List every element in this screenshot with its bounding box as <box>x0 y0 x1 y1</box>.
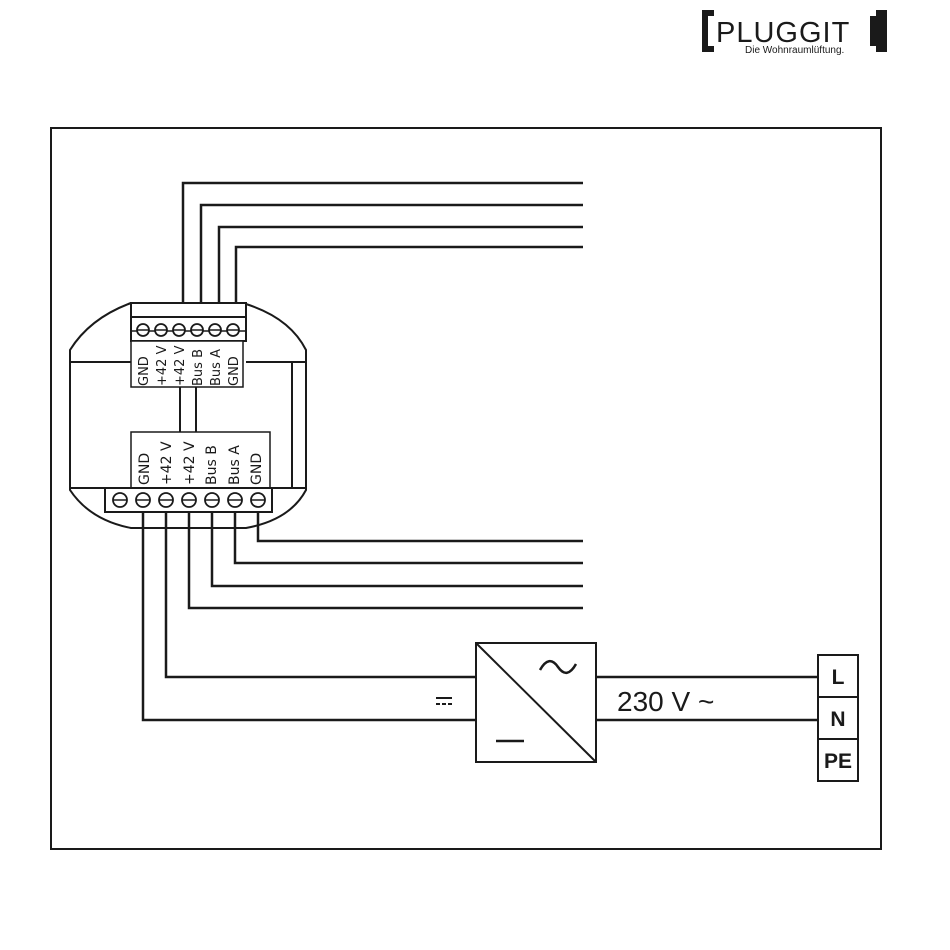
lower-terminal-block: GND +42 V +42 V Bus B Bus A GND <box>105 432 272 512</box>
power-wire-negative <box>143 512 476 720</box>
upper-terminal-label: GND <box>227 356 242 386</box>
terminal-PE-label: PE <box>824 750 852 773</box>
upper-wire-4 <box>236 247 583 316</box>
upper-wires <box>183 183 583 316</box>
upper-terminal-label: Bus B <box>191 349 206 386</box>
terminal-L-label: L <box>832 666 845 689</box>
dc-symbol-icon <box>436 698 452 704</box>
logo-right-bracket <box>870 10 887 52</box>
lower-wire-4 <box>189 512 583 608</box>
lower-wire-2 <box>235 512 583 563</box>
lower-terminal-label: GND <box>249 453 265 485</box>
lower-terminal-label: Bus A <box>227 445 243 485</box>
logo-left-bracket <box>702 10 714 52</box>
upper-wire-3 <box>219 227 583 316</box>
lower-wires <box>189 512 583 608</box>
pluggit-logo: PLUGGIT Die Wohnraumlüftung. <box>702 10 887 56</box>
mains-voltage-label: 230 V ~ <box>617 686 714 717</box>
upper-terminal-label: GND <box>137 356 152 386</box>
lower-terminal-label: Bus B <box>204 445 220 485</box>
mains-terminal-block: L N PE <box>818 655 858 781</box>
lower-terminal-label: +42 V <box>182 441 198 485</box>
power-supply <box>476 643 596 762</box>
lower-wire-1 <box>258 512 583 541</box>
upper-wire-1 <box>183 183 583 316</box>
power-wires <box>143 512 476 720</box>
lower-terminal-label: +42 V <box>159 441 175 485</box>
logo-tagline: Die Wohnraumlüftung. <box>745 45 844 56</box>
upper-terminal-label: Bus A <box>209 349 224 386</box>
lower-terminal-label: GND <box>137 453 153 485</box>
upper-wire-2 <box>201 205 583 316</box>
upper-terminal-label: +42 V <box>173 345 188 386</box>
upper-terminal-label: +42 V <box>155 345 170 386</box>
terminal-N-label: N <box>830 708 845 731</box>
upper-terminal-block: GND +42 V +42 V Bus B Bus A GND <box>131 317 246 387</box>
